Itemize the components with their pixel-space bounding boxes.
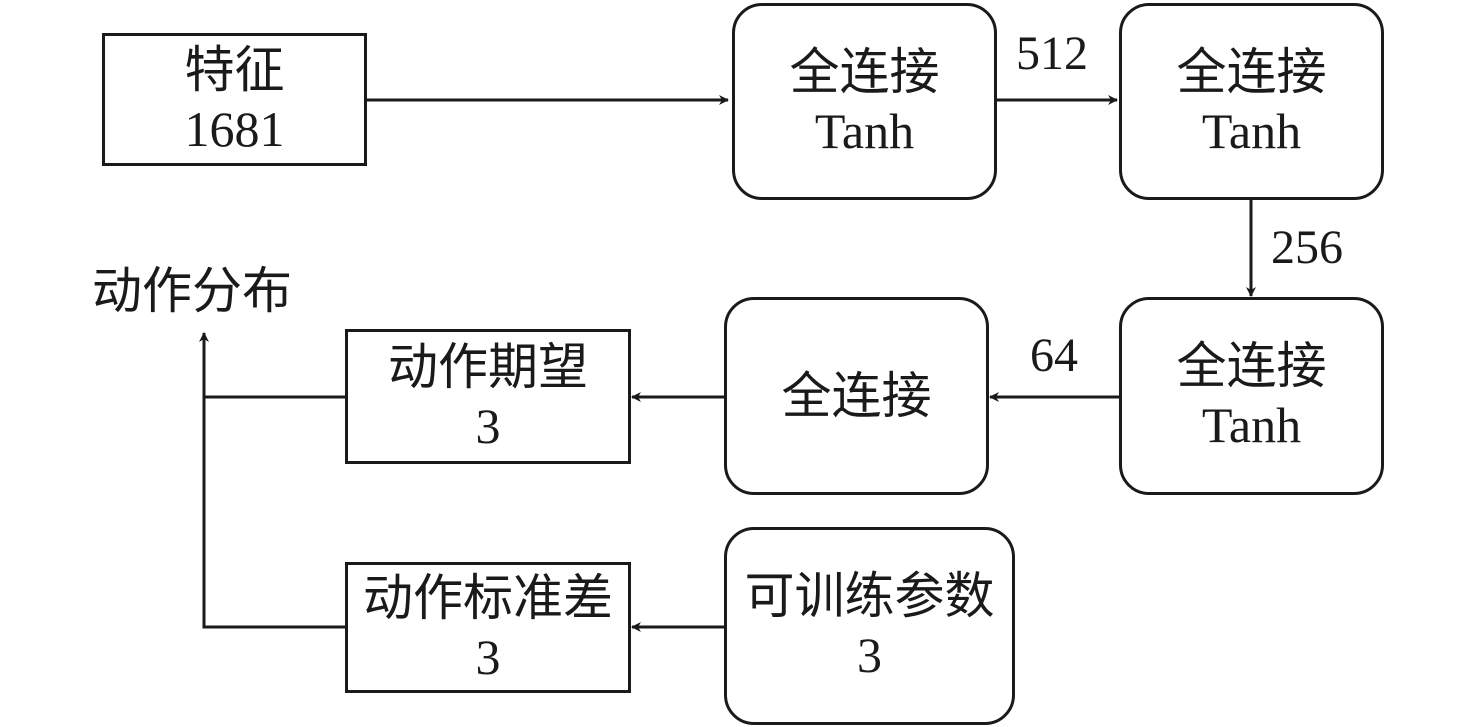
fc3-title: 全连接 (1176, 338, 1327, 394)
features-node: 特征 1681 (102, 33, 367, 166)
action-std-title: 动作标准差 (363, 569, 613, 626)
trainable-params-dim: 3 (857, 627, 882, 683)
action-mean-node: 动作期望 3 (345, 329, 631, 464)
edge-label-512: 512 (1016, 27, 1088, 80)
fc4-title: 全连接 (781, 367, 932, 424)
line-action-std-to-merge (202, 397, 346, 629)
action-std-dim: 3 (475, 628, 501, 685)
fc1-activation: Tanh (814, 102, 915, 159)
trainable-params-title: 可训练参数 (744, 568, 995, 624)
features-title: 特征 (184, 41, 285, 98)
fc3-node: 全连接 Tanh (1119, 297, 1384, 495)
trainable-params-node: 可训练参数 3 (724, 527, 1015, 725)
fc2-title: 全连接 (1176, 43, 1327, 100)
fc4-node: 全连接 (724, 297, 989, 495)
fc3-activation: Tanh (1201, 397, 1302, 453)
edge-label-64: 64 (1030, 329, 1078, 382)
action-std-node: 动作标准差 3 (345, 562, 631, 693)
fc2-activation: Tanh (1201, 102, 1302, 159)
fc1-title: 全连接 (789, 43, 940, 100)
output-label: 动作分布 (92, 263, 292, 319)
fc1-node: 全连接 Tanh (732, 3, 997, 200)
fc2-node: 全连接 Tanh (1119, 3, 1384, 200)
action-mean-title: 动作期望 (388, 338, 588, 395)
features-dim: 1681 (184, 100, 285, 157)
action-mean-dim: 3 (475, 397, 501, 454)
edge-label-256: 256 (1271, 221, 1343, 274)
